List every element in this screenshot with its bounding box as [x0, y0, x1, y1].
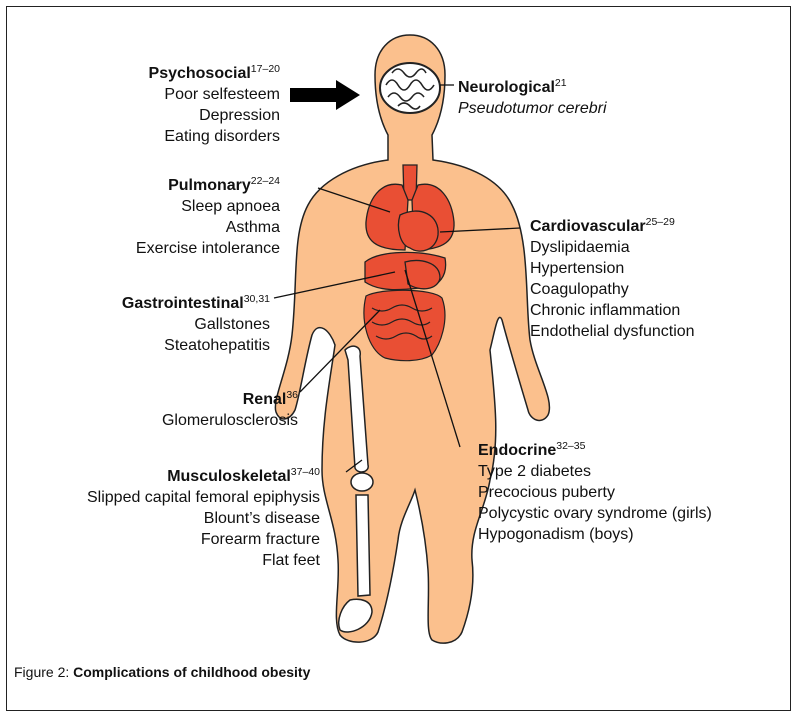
item-forearm-fracture: Forearm fracture [12, 529, 320, 550]
item-asthma: Asthma [60, 217, 280, 238]
item-depression: Depression [80, 105, 280, 126]
tibia [356, 495, 370, 596]
item-hypogonadism: Hypogonadism (boys) [478, 524, 788, 545]
item-polycystic-ovary-syndrome: Polycystic ovary syndrome (girls) [478, 503, 788, 524]
intestines [364, 290, 445, 360]
item-hypertension: Hypertension [530, 258, 785, 279]
heading-psychosocial: Psychosocial17–20 [80, 63, 280, 84]
item-eating-disorders: Eating disorders [80, 126, 280, 147]
group-psychosocial: Psychosocial17–20 Poor selfesteem Depres… [80, 63, 280, 147]
heading-neurological: Neurological21 [458, 77, 718, 98]
item-chronic-inflammation: Chronic inflammation [530, 300, 785, 321]
item-blounts-disease: Blount’s disease [12, 508, 320, 529]
item-coagulopathy: Coagulopathy [530, 279, 785, 300]
group-gastrointestinal: Gastrointestinal30,31 Gallstones Steatoh… [50, 293, 270, 356]
heading-pulmonary: Pulmonary22–24 [60, 175, 280, 196]
item-slipped-capital-femoral-epiphysis: Slipped capital femoral epiphysis [12, 487, 320, 508]
item-steatohepatitis: Steatohepatitis [50, 335, 270, 356]
group-renal: Renal36 Glomerulosclerosis [60, 389, 298, 431]
group-endocrine: Endocrine32–35 Type 2 diabetes Precociou… [478, 440, 788, 545]
item-endothelial-dysfunction: Endothelial dysfunction [530, 321, 785, 342]
item-glomerulosclerosis: Glomerulosclerosis [60, 410, 298, 431]
caption-prefix: Figure 2: [14, 664, 73, 680]
item-exercise-intolerance: Exercise intolerance [60, 238, 280, 259]
heading-musculoskeletal: Musculoskeletal37–40 [12, 466, 320, 487]
arrow-psychosocial [290, 80, 360, 110]
group-pulmonary: Pulmonary22–24 Sleep apnoea Asthma Exerc… [60, 175, 280, 259]
heart [398, 211, 438, 251]
brain [380, 63, 440, 113]
item-poor-selfesteem: Poor selfesteem [80, 84, 280, 105]
item-flat-feet: Flat feet [12, 550, 320, 571]
heading-gastrointestinal: Gastrointestinal30,31 [50, 293, 270, 314]
item-precocious-puberty: Precocious puberty [478, 482, 788, 503]
group-cardiovascular: Cardiovascular25–29 Dyslipidaemia Hypert… [530, 216, 785, 342]
group-neurological: Neurological21 Pseudotumor cerebri [458, 77, 718, 119]
heading-cardiovascular: Cardiovascular25–29 [530, 216, 785, 237]
item-gallstones: Gallstones [50, 314, 270, 335]
item-pseudotumor-cerebri: Pseudotumor cerebri [458, 98, 718, 119]
knee [351, 473, 373, 491]
group-musculoskeletal: Musculoskeletal37–40 Slipped capital fem… [12, 466, 320, 571]
figure-caption: Figure 2: Complications of childhood obe… [14, 664, 310, 680]
item-dyslipidaemia: Dyslipidaemia [530, 237, 785, 258]
item-type-2-diabetes: Type 2 diabetes [478, 461, 788, 482]
item-sleep-apnoea: Sleep apnoea [60, 196, 280, 217]
caption-title: Complications of childhood obesity [73, 664, 310, 680]
intestines-shape [364, 290, 445, 360]
heading-endocrine: Endocrine32–35 [478, 440, 788, 461]
heading-renal: Renal36 [60, 389, 298, 410]
